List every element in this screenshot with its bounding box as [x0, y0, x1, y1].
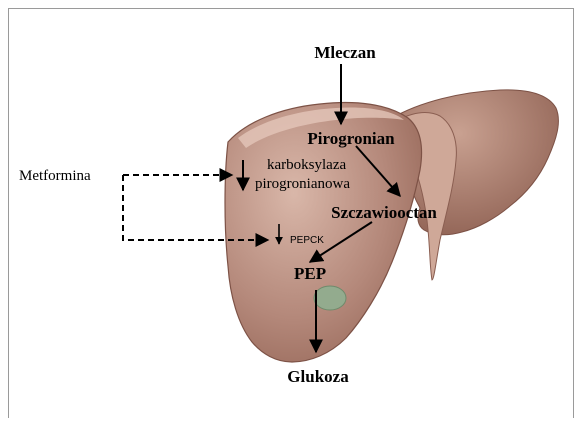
label-metformina: Metformina	[19, 168, 91, 184]
label-szczawiooctan: Szczawiooctan	[331, 203, 437, 222]
label-enzyme-line2: pirogronianowa	[255, 176, 350, 192]
label-glukoza: Glukoza	[287, 367, 349, 386]
label-pepck: PEPCK	[290, 235, 324, 246]
label-pep: PEP	[294, 264, 326, 283]
label-mleczan: Mleczan	[314, 43, 376, 62]
label-enzyme-line1: karboksylaza	[267, 157, 346, 173]
gallbladder	[314, 286, 346, 310]
label-pirogronian: Pirogronian	[307, 129, 395, 148]
